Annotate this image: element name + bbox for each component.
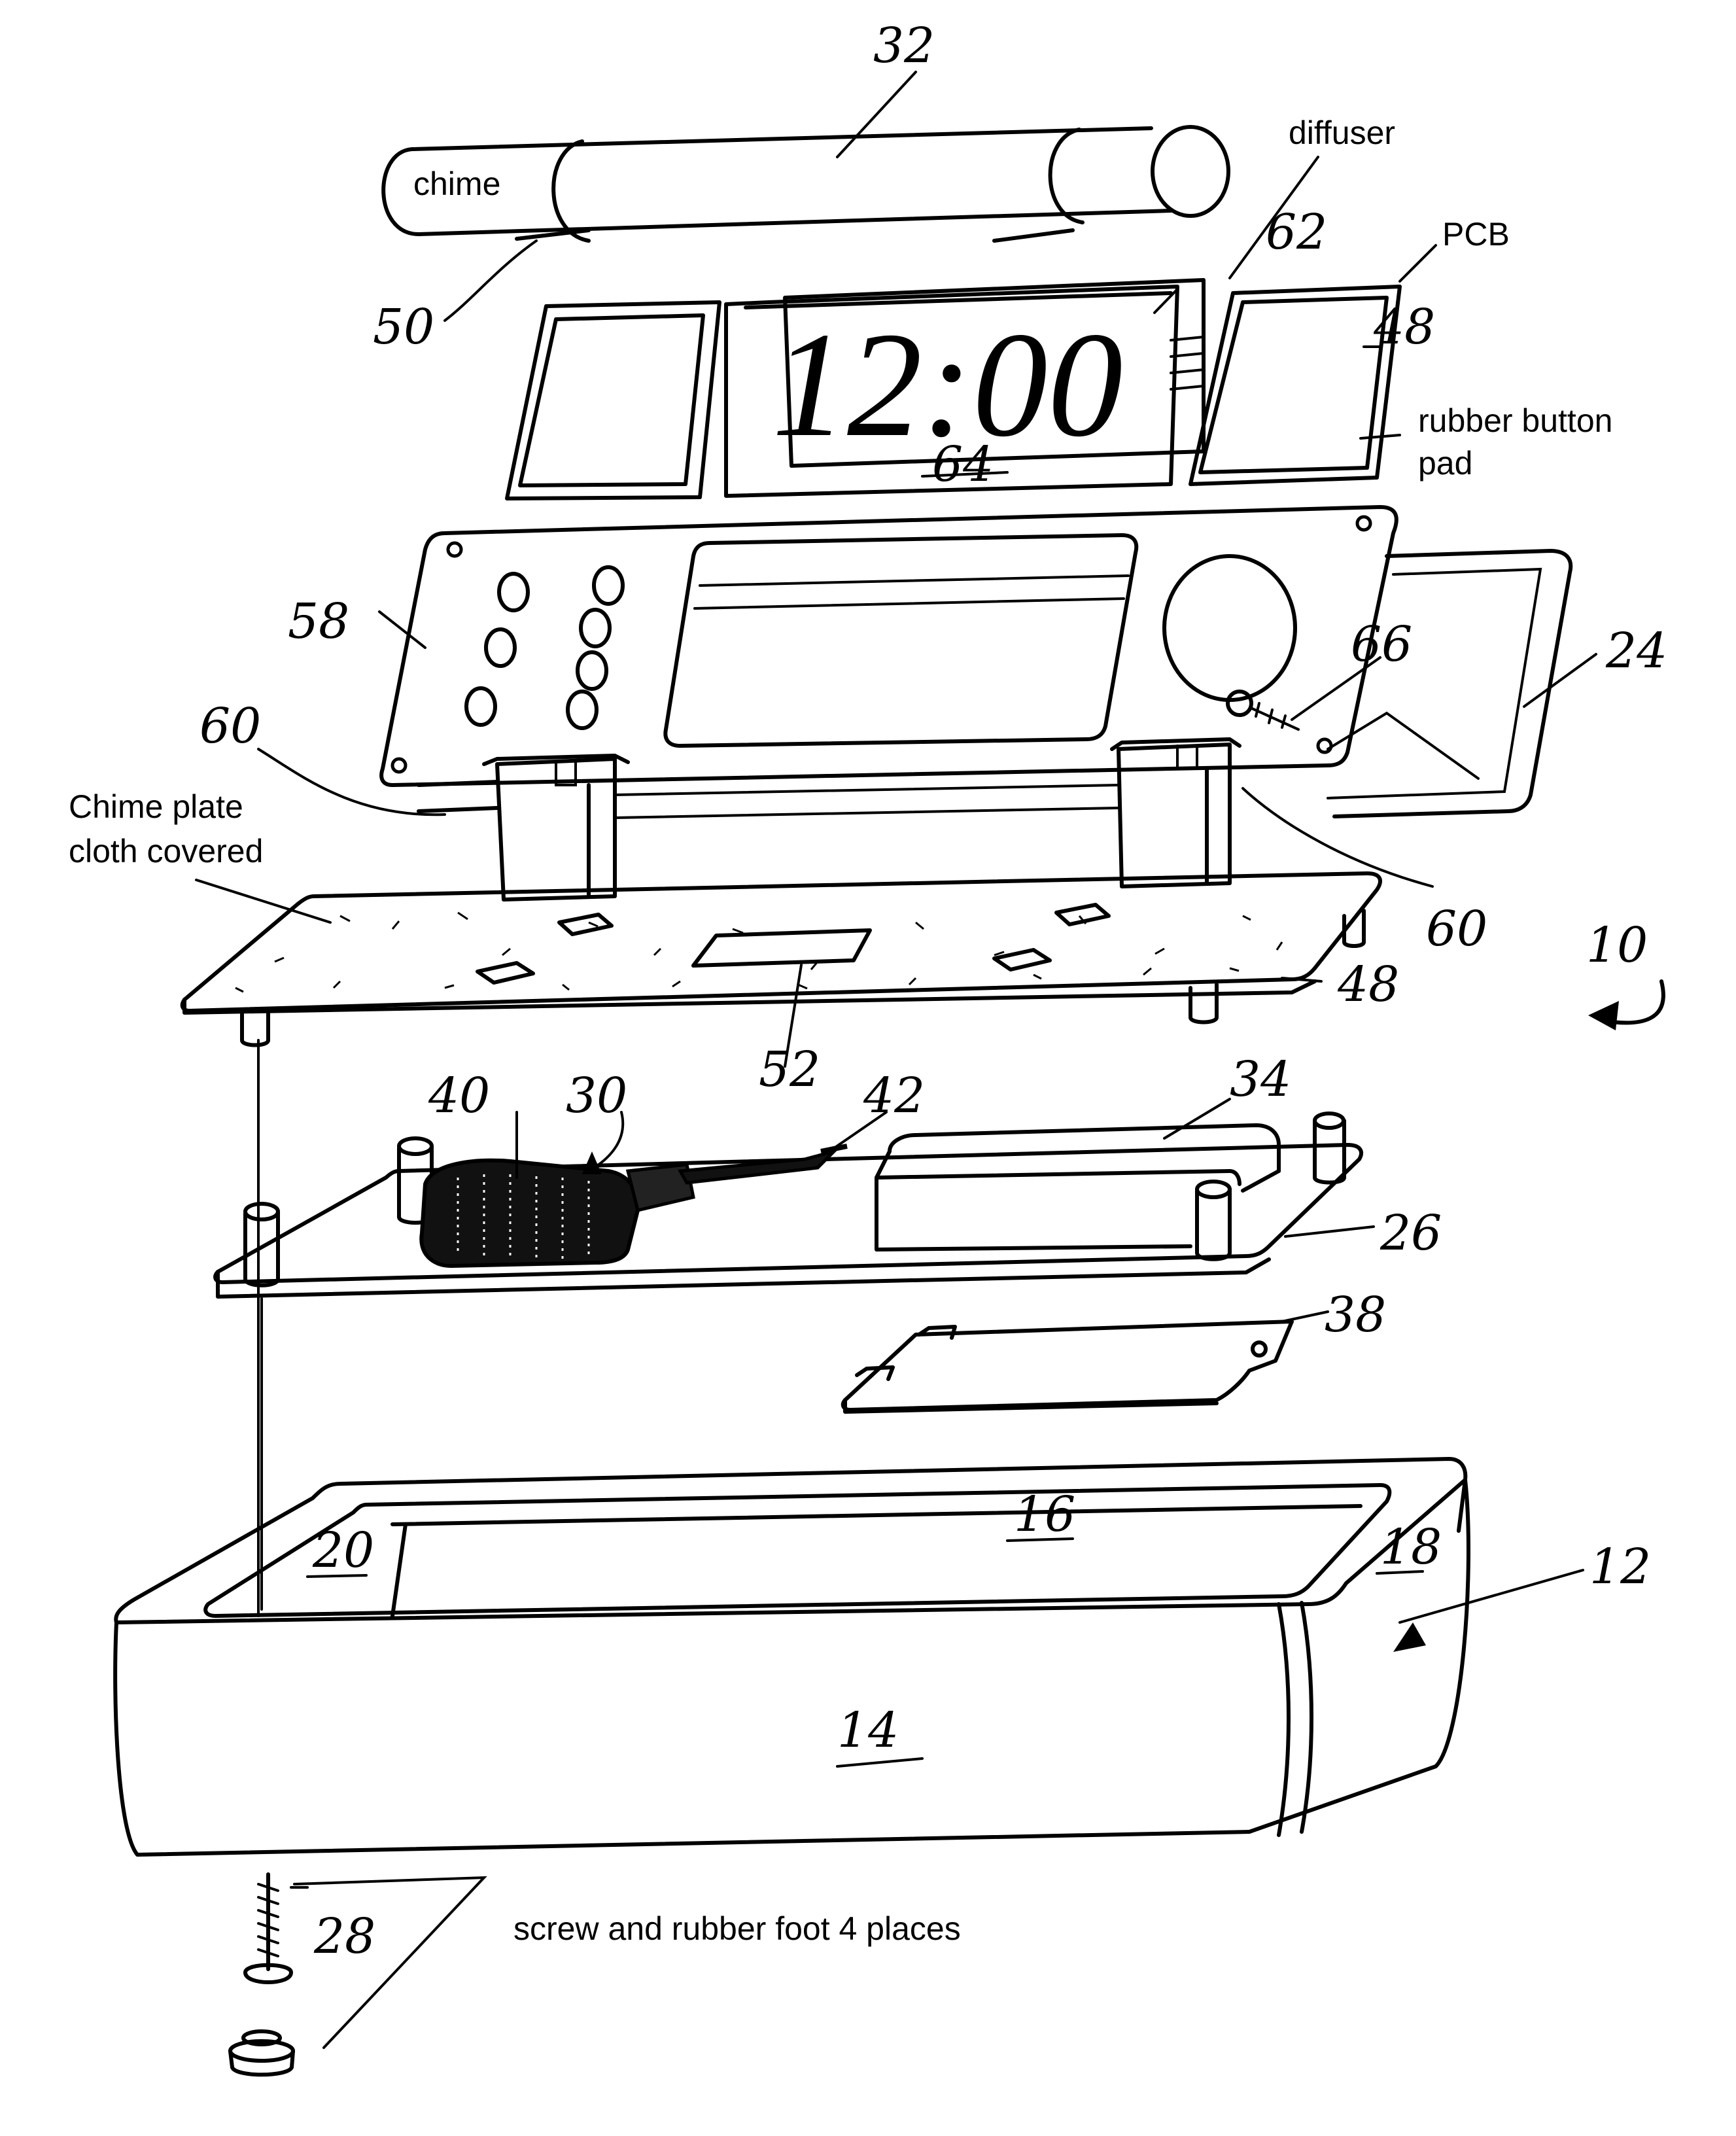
lcd-display: 12:00 (724, 278, 1206, 498)
hinge-bracket-right (1110, 737, 1241, 888)
chime-tube (381, 125, 1230, 243)
cloth-speckle (235, 911, 1283, 993)
panel-display-window (663, 533, 1139, 748)
pcb-posts (243, 1112, 1346, 1287)
ref-40: 40 (428, 1068, 490, 1124)
ref-34: 34 (1230, 1051, 1291, 1108)
plate-pad-2 (1054, 903, 1111, 926)
ref-26: 26 (1380, 1205, 1442, 1261)
label-rubber-button-pad-2: pad (1418, 445, 1472, 481)
ref-24: 24 (1605, 623, 1667, 679)
main-pcb (213, 1112, 1363, 1299)
ref-32: 32 (873, 18, 935, 74)
ref-10: 10 (1586, 917, 1648, 973)
enclosure (113, 1457, 1470, 1857)
ref-48-plate: 48 (1337, 956, 1399, 1013)
label-chime-plate-1: Chime plate (69, 788, 243, 825)
arrow-30-head (582, 1151, 602, 1174)
solenoid-coil-30 (419, 1158, 695, 1269)
plate-post-right (1342, 909, 1366, 948)
ref-14: 14 (837, 1702, 899, 1759)
leader-lines (195, 71, 1597, 2049)
ref-28: 28 (313, 1908, 375, 1965)
ref-50: 50 (373, 299, 434, 355)
panel-button-holes (464, 565, 625, 730)
battery-box-34 (875, 1123, 1281, 1252)
label-chime-plate-2: cloth covered (69, 833, 263, 869)
chime-band-right (1048, 128, 1085, 224)
lcd-connector (1170, 336, 1205, 391)
battery-cover-38 (841, 1320, 1294, 1414)
hinge-rods (614, 784, 1120, 819)
underlines (306, 471, 1424, 1768)
alignment-line (257, 1039, 263, 1617)
right-pcb-rubber-pad (1189, 285, 1402, 486)
ref-66: 66 (1351, 616, 1412, 673)
arrow-12-head (1393, 1622, 1426, 1652)
plate-pad-1 (557, 913, 614, 936)
label-pcb: PCB (1442, 216, 1510, 253)
ref-64: 64 (932, 436, 994, 493)
ref-48-top: 48 (1373, 299, 1435, 355)
ref-18: 18 (1380, 1519, 1442, 1575)
ref-20: 20 (312, 1522, 374, 1579)
back-frame (1327, 549, 1573, 818)
ref-52: 52 (759, 1042, 820, 1098)
label-screw-foot: screw and rubber foot 4 places (513, 1910, 961, 1947)
button-holes (548, 322, 688, 459)
label-chime: chime (413, 166, 500, 202)
chime-band-left (551, 139, 591, 243)
screw-28 (243, 1872, 293, 1984)
ref-12: 12 (1589, 1539, 1651, 1595)
label-rubber-button-pad-1: rubber button (1418, 402, 1612, 439)
rubber-foot (228, 2029, 295, 2077)
ref-38: 38 (1325, 1287, 1386, 1343)
chime-plate (180, 871, 1382, 1047)
label-diffuser: diffuser (1289, 114, 1395, 151)
ref-30: 30 (566, 1068, 627, 1124)
panel-speaker-opening (1162, 554, 1297, 702)
wire-lead-42 (677, 1148, 840, 1185)
plate-pad-4 (992, 948, 1052, 972)
plate-opening-52 (691, 928, 872, 968)
plate-post-mid (1189, 983, 1219, 1024)
ref-60-left: 60 (200, 698, 261, 754)
panel-screw-66 (1226, 690, 1300, 731)
left-button-pcb (505, 300, 721, 500)
plate-pad-3 (476, 961, 535, 985)
hinge-bracket-left (417, 754, 630, 902)
ref-58: 58 (288, 593, 349, 650)
front-panel (379, 505, 1398, 787)
ref-42: 42 (863, 1068, 925, 1124)
ref-16: 16 (1014, 1486, 1075, 1543)
lcd-time: 12:00 (772, 301, 1123, 468)
plate-post-left (240, 1011, 270, 1047)
ref-60-right: 60 (1426, 901, 1487, 957)
ref-62: 62 (1266, 204, 1327, 260)
arrow-10 (1588, 979, 1665, 1030)
